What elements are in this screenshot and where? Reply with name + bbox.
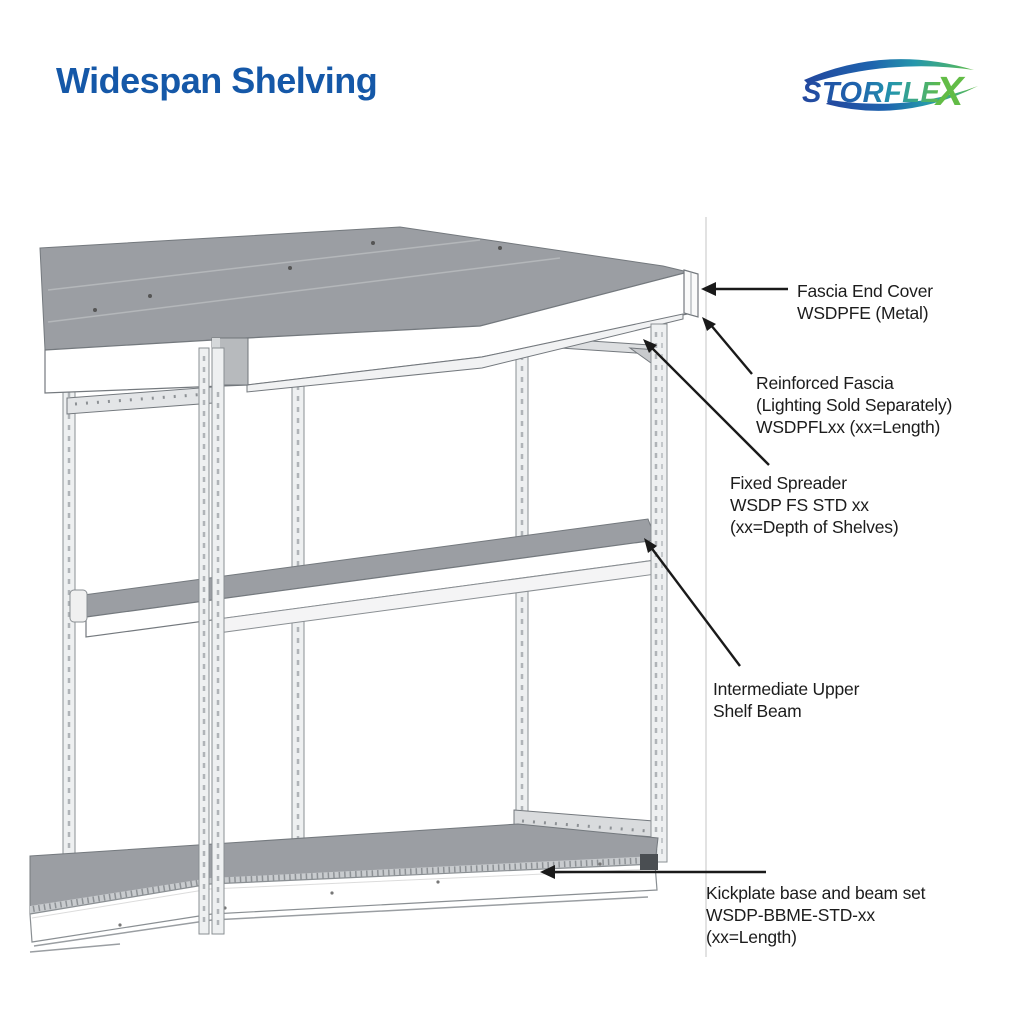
page-title: Widespan Shelving — [56, 60, 378, 101]
intermediate-shelf — [69, 518, 657, 638]
callout-line: (xx=Depth of Shelves) — [730, 517, 899, 537]
callout-kickplate-base-beam-set: Kickplate base and beam set WSDP-BBME-ST… — [706, 882, 926, 948]
callout-line: (Lighting Sold Separately) — [756, 395, 953, 415]
base-corner-block — [640, 854, 658, 870]
kickplate-base — [29, 823, 659, 953]
callout-line: Reinforced Fascia — [756, 373, 894, 393]
logo-text-x: X — [934, 68, 966, 114]
callout-line: Fascia End Cover — [797, 281, 933, 301]
storflex-logo-svg: STORFLE X — [802, 59, 978, 114]
callout-line: WSDPFLxx (xx=Length) — [756, 417, 941, 437]
callout-arrows — [540, 282, 788, 879]
arrow-intermediate-shelf-beam — [644, 538, 741, 667]
post-middle-front — [198, 347, 225, 935]
logo-swoosh-top — [804, 59, 974, 84]
callout-reinforced-fascia: Reinforced Fascia (Lighting Sold Separat… — [756, 372, 952, 438]
post-right-front — [650, 323, 668, 863]
callout-line: WSDPFE (Metal) — [797, 303, 929, 323]
arrow-fascia-end-cover — [701, 282, 788, 296]
callout-line: WSDP-BBME-STD-xx — [706, 905, 875, 925]
storflex-logo: STORFLE X — [790, 42, 990, 124]
shelf-end-plate — [69, 589, 88, 623]
callout-fixed-spreader: Fixed Spreader WSDP FS STD xx (xx=Depth … — [730, 472, 899, 538]
canopy-under-beam — [246, 313, 684, 393]
logo-text-main: STORFLE — [802, 77, 941, 109]
callout-fascia-end-cover: Fascia End Cover WSDPFE (Metal) — [797, 280, 933, 324]
callout-intermediate-upper-shelf-beam: Intermediate Upper Shelf Beam — [713, 678, 859, 722]
callout-line: Shelf Beam — [713, 701, 802, 721]
arrow-kickplate — [540, 865, 766, 879]
callout-line: Kickplate base and beam set — [706, 883, 926, 903]
callout-line: WSDP FS STD xx — [730, 495, 869, 515]
arrow-fixed-spreader — [643, 339, 770, 466]
kickplate-front — [29, 863, 658, 943]
callout-line: (xx=Length) — [706, 927, 797, 947]
logo-swoosh-bottom — [826, 86, 978, 111]
canopy — [39, 226, 699, 394]
arrow-reinforced-fascia — [702, 317, 753, 375]
callout-line: Intermediate Upper — [713, 679, 860, 699]
callout-line: Fixed Spreader — [730, 473, 847, 493]
